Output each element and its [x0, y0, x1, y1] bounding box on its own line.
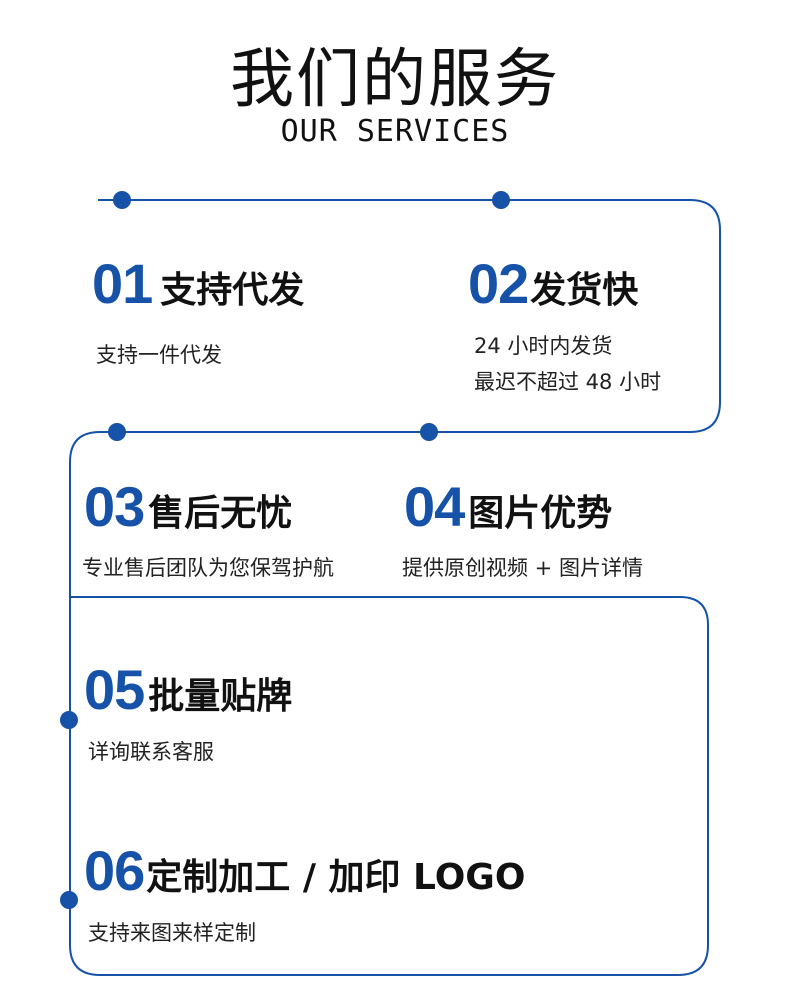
dot-5 — [60, 711, 78, 729]
service-03-desc: 专业售后团队为您保驾护航 — [82, 556, 334, 580]
service-title: 发货快 — [530, 270, 639, 311]
service-number: 04 — [404, 475, 465, 538]
service-05-desc: 详询联系客服 — [88, 740, 214, 764]
service-06-desc: 支持来图来样定制 — [88, 921, 256, 945]
service-number: 01 — [92, 252, 153, 315]
dot-2 — [492, 191, 510, 209]
service-04: 04 图片优势 — [404, 479, 612, 535]
service-05: 05 批量贴牌 — [84, 662, 292, 718]
dot-3 — [108, 423, 126, 441]
service-number: 05 — [84, 658, 145, 721]
page-title: 我们的服务 — [230, 43, 560, 117]
service-title: 批量贴牌 — [148, 676, 293, 717]
service-01: 01 支持代发 — [92, 256, 304, 312]
page-subtitle: OUR SERVICES — [280, 114, 510, 149]
dot-1 — [113, 191, 131, 209]
service-title: 图片优势 — [468, 493, 613, 534]
service-02-desc-line-2: 最迟不超过 48 小时 — [474, 370, 662, 394]
service-number: 03 — [84, 475, 145, 538]
service-04-desc: 提供原创视频 + 图片详情 — [402, 556, 643, 580]
service-03: 03 售后无忧 — [84, 479, 292, 535]
service-02: 02 发货快 — [468, 256, 638, 312]
service-title: 支持代发 — [160, 270, 305, 311]
service-number: 06 — [84, 839, 145, 902]
service-title: 售后无忧 — [148, 493, 293, 534]
service-01-desc: 支持一件代发 — [96, 343, 222, 367]
service-02-desc-line-1: 24 小时内发货 — [474, 334, 613, 358]
service-06: 06 定制加工 / 加印 LOGO — [84, 843, 525, 899]
service-number: 02 — [468, 252, 529, 315]
dot-4 — [420, 423, 438, 441]
dot-6 — [60, 891, 78, 909]
service-title: 定制加工 / 加印 LOGO — [146, 857, 526, 898]
